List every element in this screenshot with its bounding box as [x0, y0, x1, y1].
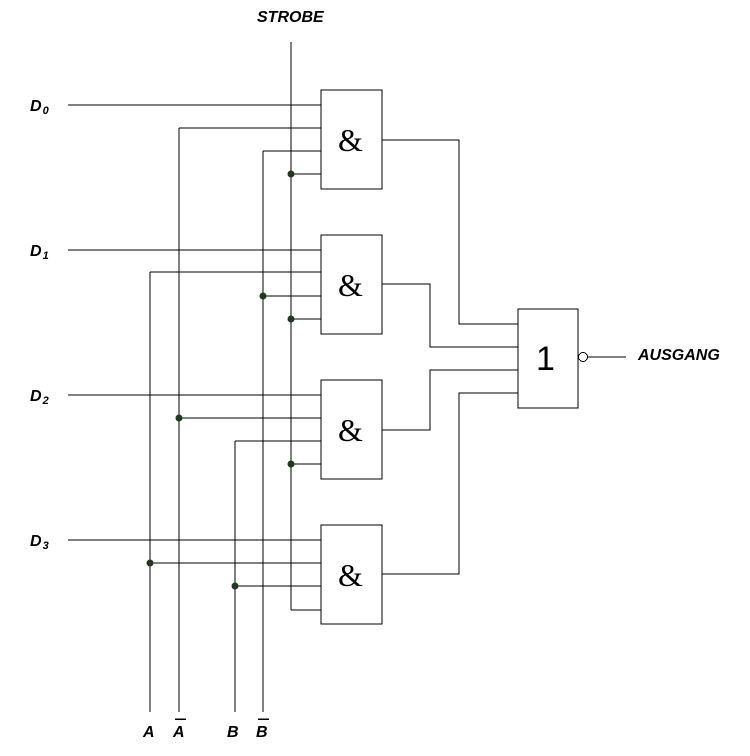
a-not-label: A: [172, 724, 185, 741]
d3-label: D3: [30, 533, 49, 552]
a-label: A: [142, 724, 155, 741]
and-gate-2: [320, 379, 383, 480]
and-gate-1: [320, 234, 383, 335]
d0-label: D0: [30, 98, 50, 117]
junction-dot: [287, 460, 295, 468]
junction-dot: [146, 559, 154, 567]
junction-dot: [287, 315, 295, 323]
junction-dot: [175, 414, 183, 422]
b-label: B: [227, 724, 239, 741]
junction-dot: [259, 292, 267, 300]
nor-gate: [517, 308, 579, 409]
gate3-output-wire: [382, 392, 518, 575]
strobe-label: STROBE: [257, 9, 325, 26]
inversion-bubble: [578, 352, 588, 362]
junction-dot: [231, 582, 239, 590]
gate0-output-wire: [382, 139, 518, 325]
gate2-output-wire: [382, 369, 518, 431]
and-gate-1-symbol: &: [338, 267, 363, 303]
and-gate-0: [320, 89, 383, 190]
nor-gate-symbol: 1: [536, 340, 555, 378]
junction-dot: [287, 170, 295, 178]
output-label: AUSGANG: [637, 347, 720, 364]
and-gate-3: [320, 524, 383, 625]
and-gate-3-symbol: &: [338, 557, 363, 593]
d2-label: D2: [30, 388, 49, 407]
d1-label: D1: [30, 243, 49, 262]
and-gate-2-symbol: &: [338, 412, 363, 448]
gate1-output-wire: [382, 283, 518, 348]
and-gate-0-symbol: &: [338, 122, 363, 158]
b-not-label: B: [256, 724, 268, 741]
